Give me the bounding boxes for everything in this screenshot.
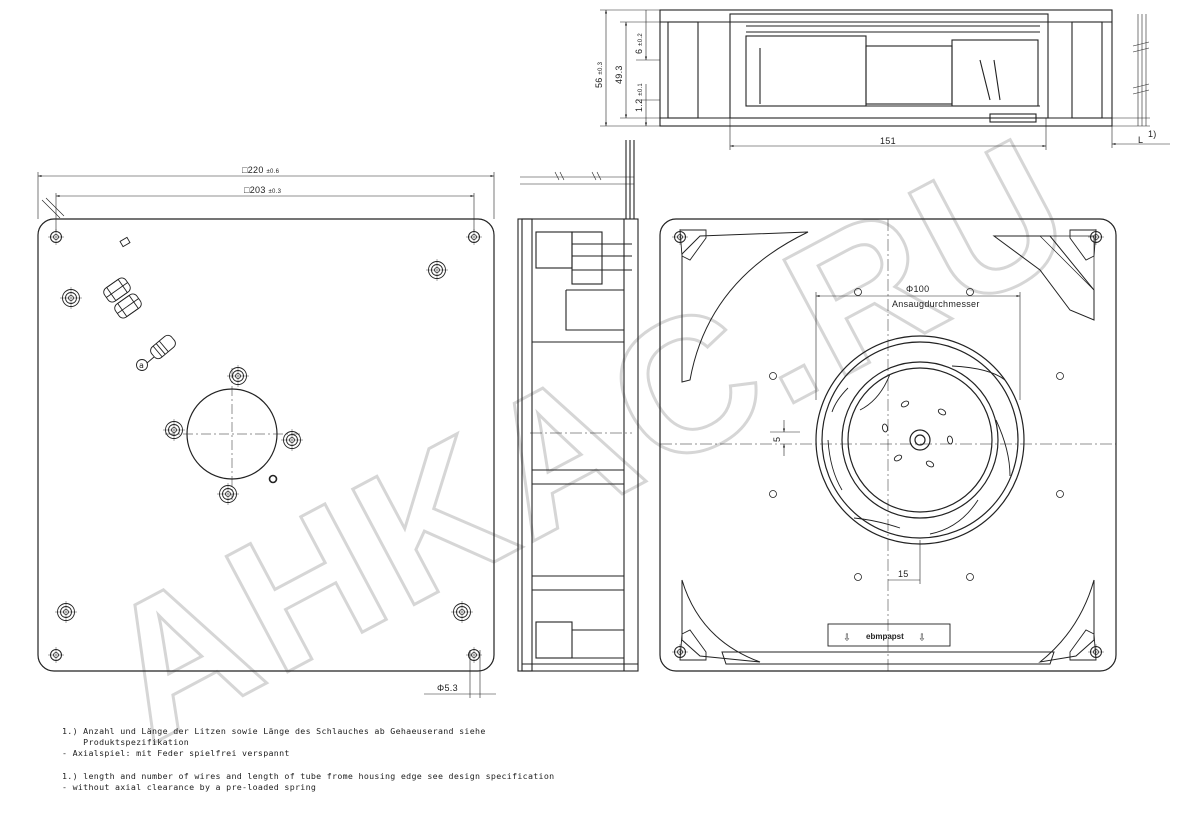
top-dim-56: 56 ±0.3 [594,61,604,88]
impeller-blades [827,365,1011,535]
top-housing-outline [659,9,1113,127]
brand-logo: ebmpapst [866,632,904,641]
note-en-1: 1.) length and number of wires and lengt… [62,771,555,781]
front-housing-outline [37,218,495,672]
mount-hole-bl [47,646,65,664]
front-view [37,172,496,698]
side-view [517,140,639,672]
note-de-2: Produktspezifikation [62,737,190,747]
front-dim-220: □220 ±0.6 [242,165,280,175]
top-dim-1-2: 1.2 ±0.1 [634,83,644,112]
inlet-dim-15: 15 [898,569,909,579]
mount-hole-br [465,646,483,664]
brand-arrow-left: ⇩ [843,630,851,645]
motor-nut-top [226,364,250,388]
motor-nut-right [280,428,304,452]
top-dim-151: 151 [880,136,896,146]
brand-arrow-right: ⇩ [918,630,926,645]
note-de-1: 1.) Anzahl und Länge der Litzen sowie Lä… [62,726,486,736]
front-callout-a: a [139,361,144,370]
inlet-dim-label: Ansaugdurchmesser [892,299,980,309]
nut-3 [54,600,78,624]
mount-hole-tl [47,228,65,246]
inlet-dim-5: 5 [772,437,782,442]
motor-nut-left [162,418,186,442]
side-housing-outline [517,218,639,672]
cable-glands [103,236,176,371]
brand-label-box [827,623,951,647]
inlet-view [659,218,1117,672]
top-dim-49: 49.3 [614,65,624,84]
note-en-2: - without axial clearance by a pre-loade… [62,782,317,792]
nut-2 [425,258,449,282]
inlet-hole-tl [671,228,689,246]
top-dim-6: 6 ±0.2 [634,33,644,54]
top-wire-note: 1) [1148,129,1157,139]
note-de-3: - Axialspiel: mit Feder spielfrei verspa… [62,748,290,758]
inlet-hole-tr [1087,228,1105,246]
front-dim-203: □203 ±0.3 [244,185,282,195]
front-dim-hole: Φ5.3 [437,683,458,693]
inlet-hole-bl [671,643,689,661]
top-view [600,9,1170,150]
motor-hub [909,429,931,451]
motor-nut-bottom [216,482,240,506]
mount-hole-tr [465,228,483,246]
nut-1 [59,286,83,310]
watermark: AHKAC.RU [70,96,1107,781]
inlet-dim-100: Φ100 [906,284,929,294]
top-wire-length: L [1138,135,1143,145]
inlet-hole-br [1087,643,1105,661]
